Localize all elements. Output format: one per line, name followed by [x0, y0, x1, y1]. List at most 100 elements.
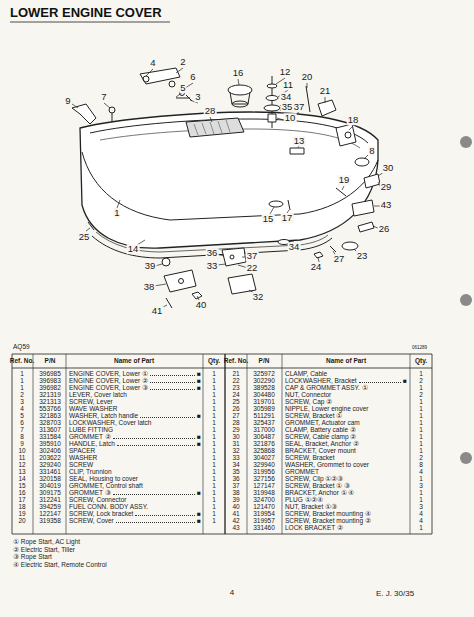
quantity: 1: [419, 399, 423, 406]
part-number: 320158: [39, 476, 61, 483]
part-name: NUT, Bracket ①③: [285, 504, 337, 511]
part-name: SCREW, Bracket mounting ②: [285, 518, 371, 525]
ref-number: 42: [232, 518, 239, 525]
quantity: 4: [419, 518, 423, 525]
callout-number: 34: [280, 92, 293, 102]
callout-number: 25: [78, 232, 91, 242]
part-name: LOCKWASHER, Bracket: [285, 378, 357, 385]
ref-number: 2: [20, 392, 24, 399]
part-name: LOCK BRACKET ②: [285, 525, 343, 532]
part-name: SCREW, Bracket: [285, 455, 334, 462]
quantity: 1: [419, 413, 423, 420]
part-name: NUT, Connector: [285, 392, 331, 399]
callout-number: 9: [64, 96, 71, 106]
part-number: 304480: [253, 392, 275, 399]
ref-number: 43: [232, 525, 239, 532]
part-name: SCREW, Lever: [69, 399, 113, 406]
callout-number: 15: [262, 214, 275, 224]
marker: ■: [197, 441, 201, 448]
ref-number: 28: [232, 420, 239, 427]
model-code: E. J. 30/35: [376, 590, 414, 598]
ref-number: 22: [232, 378, 239, 385]
ref-number: 23: [232, 385, 239, 392]
marker: ■: [197, 490, 201, 497]
quantity: 4: [419, 511, 423, 518]
quantity: 1: [212, 448, 216, 455]
part-number: 309175: [39, 490, 61, 497]
quantity: 1: [212, 399, 216, 406]
part-number: 325868: [253, 448, 275, 455]
ref-number: 14: [18, 476, 25, 483]
part-number: 127147: [253, 483, 275, 490]
column-header: Qty.: [415, 358, 427, 365]
part-name: GROMMET, Actuator cam: [285, 420, 360, 427]
callout-number: 26: [378, 224, 391, 234]
quantity: 1: [212, 371, 216, 378]
callout-number: 12: [279, 67, 292, 77]
callout-number: 36: [206, 248, 219, 258]
part-name: PLUG ①②④: [285, 497, 323, 504]
part-number: 313607: [39, 427, 61, 434]
date-code: 061289: [412, 346, 427, 351]
ref-number: 17: [18, 497, 25, 504]
quantity: 3: [419, 504, 423, 511]
ref-number: 1: [20, 378, 24, 385]
callout-number: 34: [288, 242, 301, 252]
ref-number: 11: [19, 455, 26, 462]
part-name: CLIP, Trunnion: [69, 469, 112, 476]
ref-number: 32: [232, 448, 239, 455]
part-number: 312241: [39, 497, 61, 504]
part-number: 122147: [39, 511, 61, 518]
part-name: BRACKET, Anchor ① ④: [285, 490, 354, 497]
part-number: 395910: [39, 441, 61, 448]
part-number: 321863: [39, 413, 61, 420]
part-number: 121470: [253, 504, 275, 511]
callout-number: 11: [282, 80, 294, 90]
quantity: 1: [212, 511, 216, 518]
ref-number: 27: [232, 413, 239, 420]
ref-number: 7: [20, 427, 24, 434]
marker: ■: [197, 385, 201, 392]
ref-number: 1: [20, 371, 24, 378]
quantity: 1: [212, 413, 216, 420]
part-name: HANDLE, Latch: [69, 441, 115, 448]
part-name: WASHER, Grommet to cover: [285, 462, 369, 469]
column-header: Ref. No.: [224, 358, 249, 365]
callout-number: 43: [380, 200, 393, 210]
callout-number: 19: [338, 175, 351, 185]
quantity: 1: [212, 490, 216, 497]
part-number: 305989: [253, 406, 275, 413]
callout-number: 24: [310, 262, 323, 272]
figure-code: AQ59: [13, 344, 30, 351]
ref-number: 29: [232, 427, 239, 434]
part-name: ENGINE COVER, Lower ③: [69, 385, 148, 392]
ref-number: 33: [232, 455, 239, 462]
callout-number: 16: [232, 68, 245, 78]
quantity: 1: [212, 420, 216, 427]
callout-number: 2: [179, 57, 186, 67]
callout-number: 22: [246, 263, 259, 273]
part-name: LEVER, Cover latch: [69, 392, 127, 399]
part-number: 511291: [253, 413, 274, 420]
ref-number: 18: [18, 504, 25, 511]
part-number: 325437: [253, 420, 275, 427]
quantity: 1: [419, 448, 423, 455]
part-number: 331461: [39, 469, 61, 476]
part-name: BRACKET, Cover mount: [285, 448, 356, 455]
part-number: 553766: [39, 406, 61, 413]
dot-leader: [113, 438, 195, 439]
part-name: ENGINE COVER, Lower ②: [69, 378, 148, 385]
part-number: 306487: [253, 434, 275, 441]
part-number: 331460: [253, 525, 275, 532]
marker: ■: [197, 518, 201, 525]
ref-number: 39: [232, 497, 239, 504]
part-number: 321876: [253, 441, 275, 448]
part-name: CAP & GROMMET ASSY. ①: [285, 385, 368, 392]
part-name: WASHER, Latch handle: [69, 413, 138, 420]
part-name: SCREW, Connector: [69, 497, 126, 504]
part-number: 396985: [39, 371, 61, 378]
quantity: 1: [212, 462, 216, 469]
ref-number: 9: [20, 441, 24, 448]
quantity: 1: [212, 476, 216, 483]
callout-number: 20: [301, 72, 314, 82]
